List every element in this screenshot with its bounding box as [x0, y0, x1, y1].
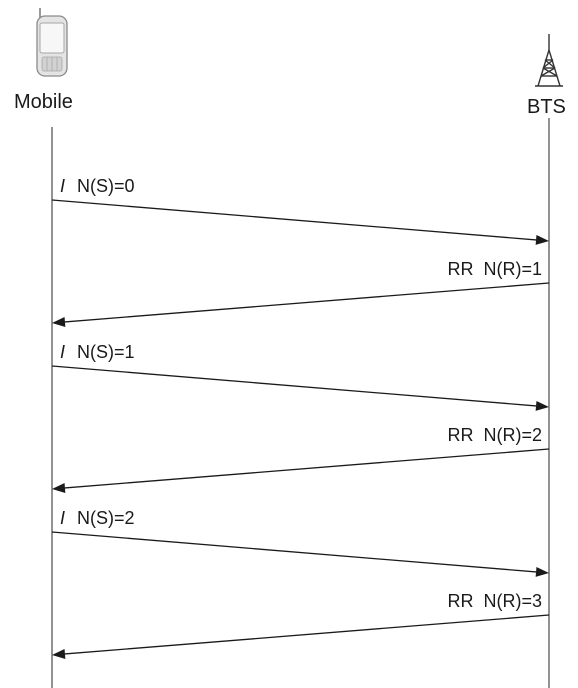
radio-tower-icon — [535, 34, 563, 87]
message-arrow — [51, 365, 537, 407]
message-label: RR N(R)=2 — [447, 425, 542, 445]
frame-type: I — [60, 508, 65, 528]
message-label: I N(S)=0 — [60, 176, 135, 196]
message-arrow — [64, 614, 550, 655]
message-label: RR N(R)=3 — [447, 591, 542, 611]
mobile-phone-icon — [36, 8, 68, 77]
participant-bts-label: BTS — [527, 96, 566, 118]
arrowhead — [535, 234, 549, 245]
frame-type: RR — [447, 425, 473, 445]
message-arrow — [51, 531, 537, 573]
arrowhead — [535, 566, 549, 577]
participant-mobile-label: Mobile — [14, 91, 73, 113]
message-label: I N(S)=2 — [60, 508, 135, 528]
sequence-field: N(S)=1 — [77, 342, 135, 362]
message-label: I N(S)=1 — [60, 342, 135, 362]
arrowhead — [52, 316, 66, 327]
sequence-field: N(R)=3 — [483, 591, 542, 611]
sequence-field: N(R)=2 — [483, 425, 542, 445]
frame-type: I — [60, 342, 65, 362]
frame-type: RR — [447, 591, 473, 611]
message-arrow — [64, 448, 550, 489]
sequence-field: N(S)=2 — [77, 508, 135, 528]
message-arrow — [64, 282, 550, 323]
frame-type: RR — [447, 259, 473, 279]
sequence-field: N(R)=1 — [483, 259, 542, 279]
arrowhead — [52, 482, 66, 493]
frame-type: I — [60, 176, 65, 196]
arrowhead — [535, 400, 549, 411]
message-arrow — [51, 199, 537, 241]
sequence-field: N(S)=0 — [77, 176, 135, 196]
message-label: RR N(R)=1 — [447, 259, 542, 279]
arrowhead — [52, 648, 66, 659]
